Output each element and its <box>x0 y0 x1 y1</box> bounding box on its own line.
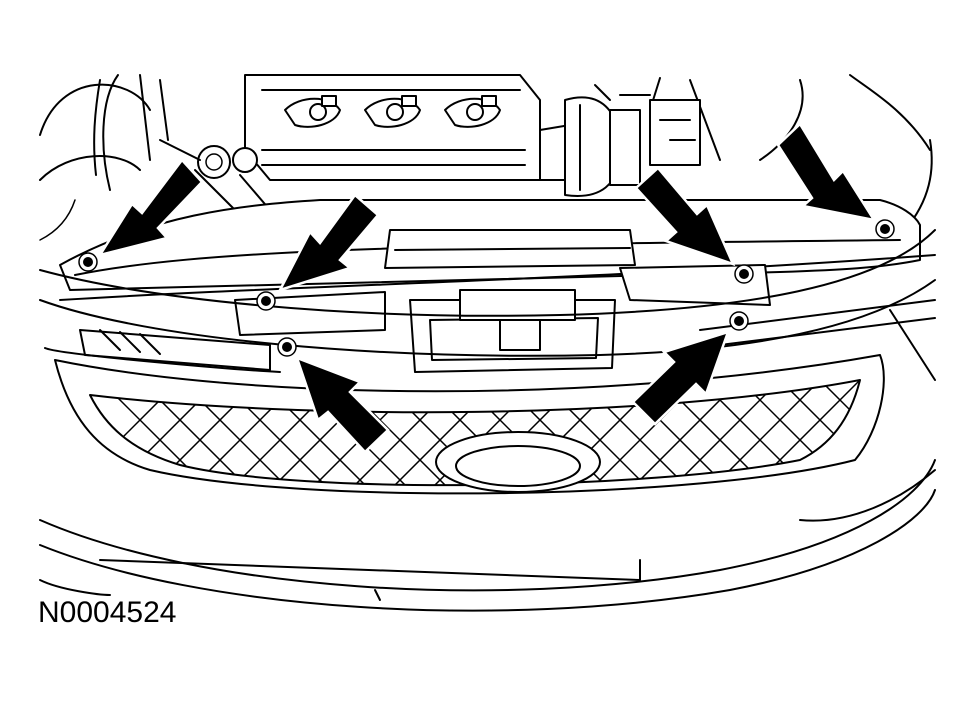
fastener-mid-left <box>256 291 276 311</box>
bumper-fascia <box>39 229 936 612</box>
fastener-mid-right <box>734 264 754 284</box>
arrows <box>97 122 877 454</box>
radiator-support-panel <box>59 199 936 373</box>
fastener-upper-left <box>78 252 98 272</box>
engine-bay <box>39 74 933 241</box>
fasteners <box>78 219 895 357</box>
grille <box>54 354 885 495</box>
fastener-lower-left <box>277 337 297 357</box>
fastener-lower-right <box>729 311 749 331</box>
arrow-mid-left-icon <box>277 193 380 293</box>
fastener-upper-right <box>875 219 895 239</box>
arrow-lower-left-icon <box>294 355 390 454</box>
arrow-upper-right-icon <box>776 122 877 222</box>
arrow-upper-left-icon <box>97 158 204 257</box>
figure-id-label: N0004524 <box>38 596 177 629</box>
arrow-mid-right-icon <box>634 166 736 267</box>
arrow-lower-right-icon <box>631 330 731 426</box>
